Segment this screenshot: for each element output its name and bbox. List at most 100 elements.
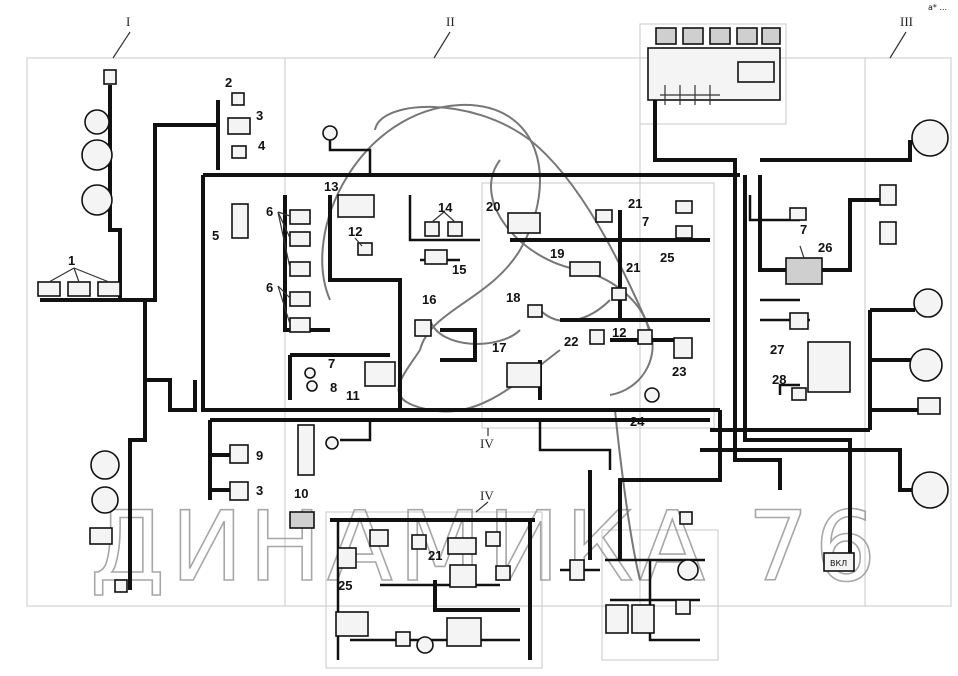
inset-component-g-icon	[416, 636, 434, 654]
callout-27: 27	[770, 342, 784, 357]
headlamp-left-lower-1-icon	[90, 450, 120, 480]
callout-25-right: 25	[660, 250, 674, 265]
inset-component-b-icon	[411, 534, 427, 550]
headlamp-right-top-icon	[911, 119, 949, 157]
headlamp-right-bottom-icon	[911, 471, 949, 509]
callout-17: 17	[492, 340, 506, 355]
component-15-icon	[424, 249, 448, 265]
lamp-left-bottom-icon	[114, 579, 128, 593]
component-27-icon	[789, 312, 809, 330]
callout-4: 4	[258, 138, 266, 153]
inset-component-a-icon	[369, 529, 389, 547]
lamp-right-upper-1-icon	[879, 184, 897, 206]
callout-14: 14	[438, 200, 453, 215]
callout-8: 8	[330, 380, 337, 395]
corner-mark: a* ...	[928, 3, 947, 12]
zone-frames	[26, 23, 952, 669]
inset-component-25-icon	[337, 547, 357, 569]
callout-16: 16	[422, 292, 436, 307]
component-25-right-icon	[675, 225, 693, 239]
component-10-icon	[297, 424, 315, 476]
component-20-icon	[507, 212, 541, 234]
callout-24: 24	[630, 414, 645, 429]
callout-5: 5	[212, 228, 219, 243]
component-10-base-icon	[289, 511, 315, 529]
junction-sensor-icon	[679, 511, 693, 525]
lamp-left-top-icon	[103, 69, 117, 85]
section-label-ii: II	[446, 14, 455, 29]
component-11-icon	[364, 361, 396, 387]
inset-component-h-icon	[446, 617, 482, 647]
headlamp-right-mid2-icon	[909, 348, 943, 382]
junction-block-b-icon	[631, 604, 655, 634]
component-3-lower-icon	[229, 481, 249, 501]
callout-12-upper: 12	[348, 224, 362, 239]
component-6-group-upper-icon	[289, 209, 311, 277]
callout-23: 23	[672, 364, 686, 379]
inset-component-7-icon	[485, 531, 501, 547]
lamp-left-lower-3-icon	[89, 527, 113, 545]
section-leaders	[112, 31, 907, 513]
component-7-left-icon	[304, 367, 316, 379]
callout-12-lower: 12	[612, 325, 626, 340]
component-2-icon	[231, 92, 245, 106]
component-16-icon	[414, 319, 432, 337]
inset-component-21-icon	[447, 537, 477, 555]
junction-block-c-icon	[675, 599, 691, 615]
callout-9: 9	[256, 448, 263, 463]
callout-18: 18	[506, 290, 520, 305]
component-6-group-lower-icon	[289, 291, 311, 333]
callout-21-inset: 21	[428, 548, 442, 563]
headlamp-left-upper-1-icon	[84, 109, 110, 135]
component-17-icon	[506, 362, 542, 388]
switch-badge-label: ВКЛ	[830, 559, 847, 568]
component-12-upper-icon	[357, 242, 373, 256]
callout-11: 11	[346, 388, 360, 403]
component-7-right-a-icon	[675, 200, 693, 214]
callout-21-upper: 21	[628, 196, 642, 211]
callout-1: 1	[68, 253, 75, 268]
callout-leaders	[48, 211, 805, 325]
sensor-top-icon	[322, 125, 338, 141]
section-label-iii: III	[900, 14, 913, 29]
component-9-icon	[229, 444, 249, 464]
component-24-icon	[644, 387, 660, 403]
component-18-icon	[527, 304, 543, 318]
component-3-icon	[227, 117, 251, 135]
callout-19: 19	[550, 246, 564, 261]
inset-component-f-icon	[395, 631, 411, 647]
headlamp-left-lower-2-icon	[91, 486, 119, 514]
instrument-cluster	[647, 27, 781, 105]
switch-badge: ВКЛ	[823, 552, 855, 572]
component-28-panel-icon	[807, 341, 851, 393]
inset-component-e-icon	[335, 611, 369, 637]
callout-13: 13	[324, 179, 338, 194]
callout-6-lower: 6	[266, 280, 273, 295]
callout-21-mid: 21	[626, 260, 640, 275]
callout-28: 28	[772, 372, 786, 387]
component-22-icon	[589, 329, 605, 345]
lamp-right-upper-2-icon	[879, 221, 897, 245]
component-8-icon	[306, 380, 318, 392]
headlamp-left-upper-2-icon	[81, 139, 113, 171]
junction-relay-icon	[569, 559, 585, 581]
callout-2: 2	[225, 75, 232, 90]
component-26-icon	[785, 257, 823, 285]
lamp-right-small-icon	[917, 397, 941, 415]
component-12-lower-icon	[637, 329, 653, 345]
inset-component-c-icon	[449, 564, 477, 588]
component-7-right-b-icon	[789, 207, 807, 221]
headlamp-left-upper-3-icon	[81, 184, 113, 216]
component-21-upper-icon	[595, 209, 613, 223]
section-label-iv-inset: IV	[480, 488, 494, 503]
junction-gauge-icon	[677, 559, 699, 581]
callout-3-lower: 3	[256, 483, 263, 498]
section-label-iv-main: IV	[480, 436, 494, 451]
component-5-icon	[231, 203, 249, 239]
callout-15: 15	[452, 262, 466, 277]
junction-block-a-icon	[605, 604, 629, 634]
callout-6-upper: 6	[266, 204, 273, 219]
lamp-group-1-icon	[37, 281, 121, 297]
callout-25-inset: 25	[338, 578, 352, 593]
